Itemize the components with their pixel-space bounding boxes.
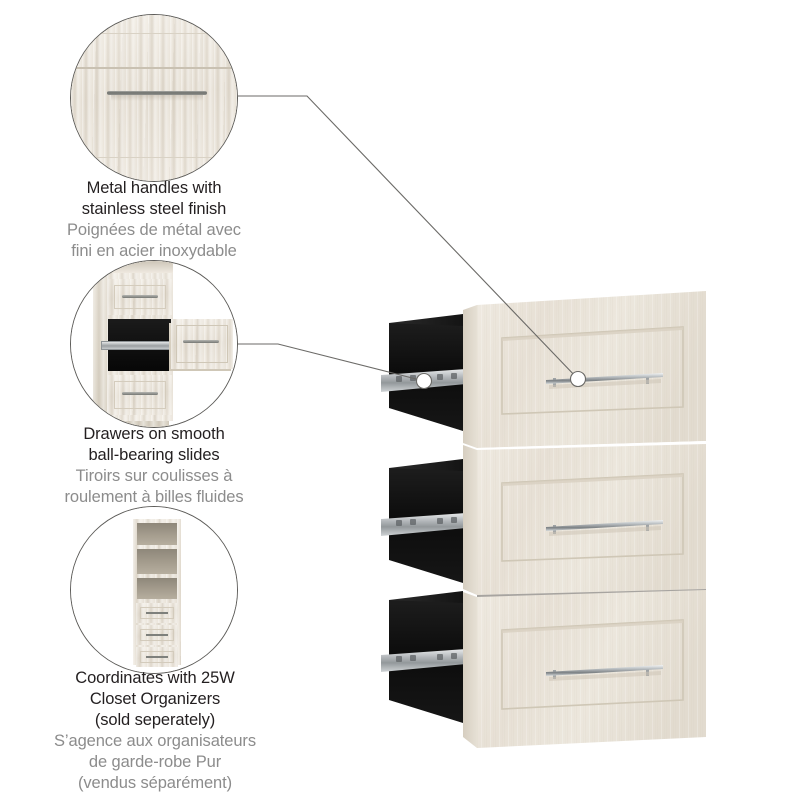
shaker-panel-shadow-top	[502, 327, 683, 341]
caption-metal-handles: Metal handles with stainless steel finis…	[22, 178, 286, 262]
caption-closet-organizer: Coordinates with 25W Closet Organizers (…	[10, 668, 300, 794]
organizer-drawer-1-panel	[140, 607, 174, 619]
callout-image-metal-handles	[70, 14, 238, 182]
bar-handle-graphic	[107, 91, 207, 95]
caption-fr-ball-bearing-slides: Tiroirs sur coulisses à roulement à bill…	[64, 467, 244, 506]
handle-shadow-mid	[549, 526, 661, 536]
caption-fr-metal-handles: Poignées de métal avec fini en acier ino…	[67, 221, 241, 260]
product-drawer-top	[381, 291, 706, 448]
organizer-drawer-2-panel	[140, 629, 174, 641]
slide-rail-holes-top	[396, 373, 457, 382]
organizer-drawer-2-handle	[146, 634, 168, 636]
closed-drawer-upper	[108, 279, 172, 315]
callout-dot-slide	[415, 372, 433, 390]
leader-line-ball-bearing-slides	[238, 343, 425, 382]
drawer-front-edge-mid	[463, 445, 477, 595]
leader-line-metal-handles	[238, 95, 579, 380]
shaker-panel-mid	[501, 473, 684, 562]
bar-handle-shadow	[111, 95, 203, 101]
wood-seam-top	[71, 33, 237, 34]
organizer-shelf-3	[137, 578, 177, 599]
caption-ball-bearing-slides: Drawers on smooth ball-bearing slides Ti…	[14, 424, 294, 508]
drawer-panel-outline-lower	[114, 381, 166, 409]
cabinet-top-edge	[107, 261, 173, 273]
slide-rail-bottom	[381, 649, 466, 672]
slide-rail-holes-bottom	[396, 653, 457, 662]
drawer-front-grain-top	[477, 291, 706, 448]
callout-image-ball-bearing-slides	[70, 260, 238, 428]
handle-closeup-illustration	[71, 15, 237, 181]
handle-bar-mid	[546, 520, 663, 531]
product-drawer-bottom	[381, 590, 706, 748]
wood-seam-bottom	[71, 157, 237, 158]
caption-en-ball-bearing-slides: Drawers on smooth ball-bearing slides	[83, 425, 225, 464]
product-drawer-middle	[381, 444, 706, 595]
drawer-front-grain-bottom	[477, 590, 706, 748]
pulled-drawer-panel-outline	[176, 325, 228, 363]
drawer-front-grain-mid	[477, 444, 706, 595]
drawer-box-side	[389, 323, 463, 431]
handle-post-left-mid	[553, 525, 556, 534]
drawer-front-face-mid	[477, 444, 706, 595]
handle-bar-top	[546, 373, 663, 384]
drawer-box-side-bottom	[389, 600, 463, 723]
handle-post-left-top	[553, 378, 556, 387]
drawer-handle-upper	[122, 295, 158, 298]
organizer-drawer-3-handle	[146, 656, 168, 658]
drawer-box-top-face-mid	[389, 459, 463, 479]
drawer-gap-2	[477, 589, 706, 600]
drawer-box-top-face-bottom	[389, 591, 463, 611]
slide-rail-holes-middle	[396, 517, 457, 526]
slide-rail-top	[381, 369, 466, 392]
callout-dot-handle	[569, 370, 587, 388]
organizer-shelf-2	[137, 549, 177, 574]
handle-post-left-bottom	[553, 670, 556, 679]
caption-en-closet-organizer: Coordinates with 25W Closet Organizers (…	[75, 669, 235, 729]
closed-drawer-lower	[108, 375, 172, 415]
drawer-box-top-face	[389, 314, 463, 334]
handle-post-right-bottom	[646, 667, 649, 676]
shaker-panel-shadow-mid	[502, 474, 683, 486]
pulled-drawer-handle	[183, 340, 219, 343]
organizer-drawer-1-handle	[146, 612, 168, 614]
pulled-drawer-front	[171, 319, 233, 369]
shaker-panel-top	[501, 326, 684, 415]
callout-image-closet-organizer	[70, 506, 238, 674]
drawer-handle-lower	[122, 392, 158, 395]
caption-fr-closet-organizer: S’agence aux organisateurs de garde-robe…	[54, 732, 256, 792]
drawer-front-edge-bottom	[463, 592, 477, 748]
drawer-front-face-top	[477, 291, 706, 448]
organizer-drawer-1	[136, 603, 178, 623]
organizer-drawer-2	[136, 625, 178, 645]
handle-shadow-top	[549, 379, 661, 389]
shaker-panel-shadow-bottom	[502, 620, 683, 633]
handle-post-right-top	[646, 375, 649, 384]
organizer-drawer-3	[136, 647, 178, 667]
handle-post-right-mid	[646, 522, 649, 531]
organizer-shelf-1	[137, 523, 177, 545]
shaker-panel-bottom	[501, 619, 684, 710]
slide-rail-middle	[381, 513, 466, 536]
organizer-drawer-3-panel	[140, 651, 174, 663]
drawer-panel-outline	[114, 285, 166, 309]
wood-seam-upper	[71, 67, 237, 69]
handle-bar-bottom	[546, 665, 663, 676]
drawer-front-edge-top	[463, 305, 477, 448]
handle-shadow-bottom	[549, 671, 661, 681]
drawer-front-face-bottom	[477, 590, 706, 748]
drawer-box-side-mid	[389, 468, 463, 583]
caption-en-metal-handles: Metal handles with stainless steel finis…	[81, 179, 227, 218]
drawer-gap-1	[477, 441, 706, 453]
